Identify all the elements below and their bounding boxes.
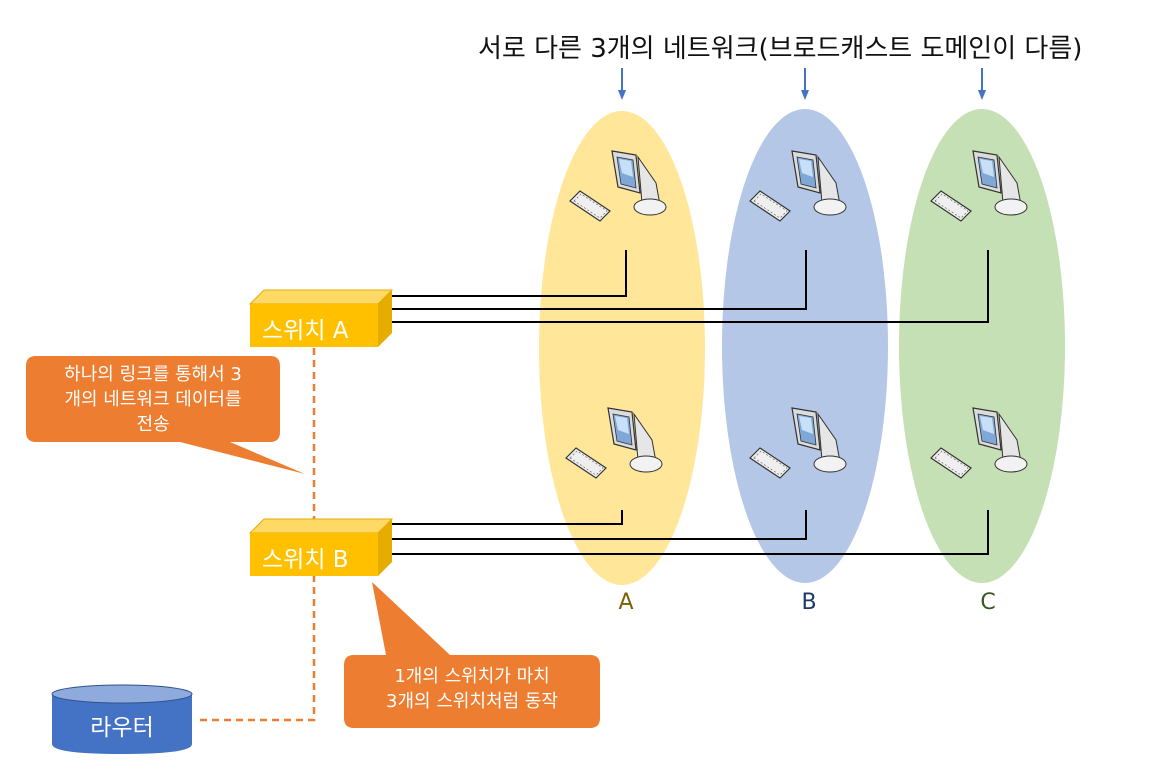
router-icon (51, 684, 193, 754)
arrow-down-icon (617, 67, 627, 101)
network-a-label: A (618, 590, 634, 615)
diagram-title: 서로 다른 3개의 네트워크(브로드캐스트 도메인이 다름) (478, 34, 1083, 64)
switch-icon (248, 289, 394, 347)
switch-b-label: 스위치 B (262, 547, 349, 573)
switch-a-label: 스위치 A (262, 318, 349, 344)
trunk-callout-shape (26, 356, 305, 474)
switch-b-links (380, 510, 989, 555)
network-b-label: B (801, 590, 817, 615)
switch-a-links (380, 250, 989, 323)
virtual-switch-callout-shape (344, 582, 600, 728)
virtual-switch-callout-text: 1개의 스위치가 마치 3개의 스위치처럼 동작 (386, 666, 558, 712)
switch-icon (248, 518, 394, 576)
arrow-down-icon (977, 67, 987, 101)
trunk-dashed-links (195, 348, 316, 722)
network-c-label: C (980, 590, 996, 615)
arrow-down-icon (800, 67, 810, 101)
trunk-callout-text: 하나의 링크를 통해서 3 개의 네트워크 데이터를 전송 (64, 364, 242, 435)
router-label: 라우터 (90, 715, 154, 741)
